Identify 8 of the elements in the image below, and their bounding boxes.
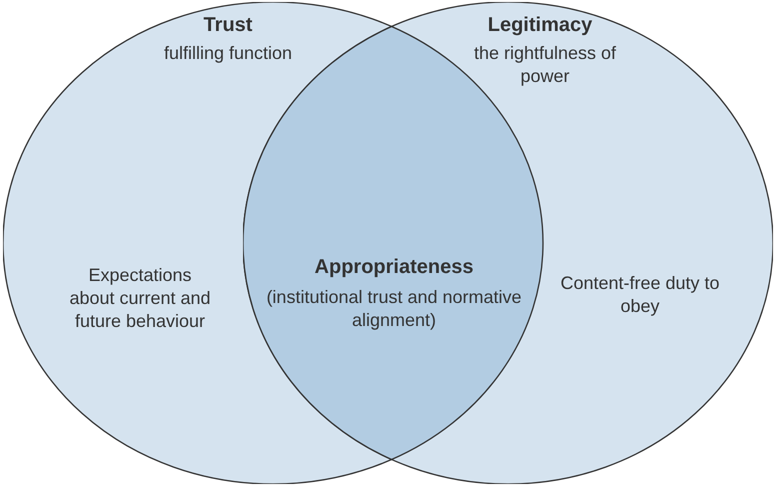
description-text: (institutional trust and normative alignment): [265, 286, 523, 332]
subtitle-text: the rightfulness of power: [472, 42, 618, 88]
description-text: Expectations about current and future behaviour: [68, 264, 212, 333]
region-title: Appropriateness: [314, 256, 474, 279]
subtitle-text: fulfilling function: [162, 42, 294, 65]
circle-title: Legitimacy: [486, 14, 594, 37]
circle-title: Trust: [202, 14, 254, 37]
description-text: Content-free duty to obey: [559, 272, 721, 318]
